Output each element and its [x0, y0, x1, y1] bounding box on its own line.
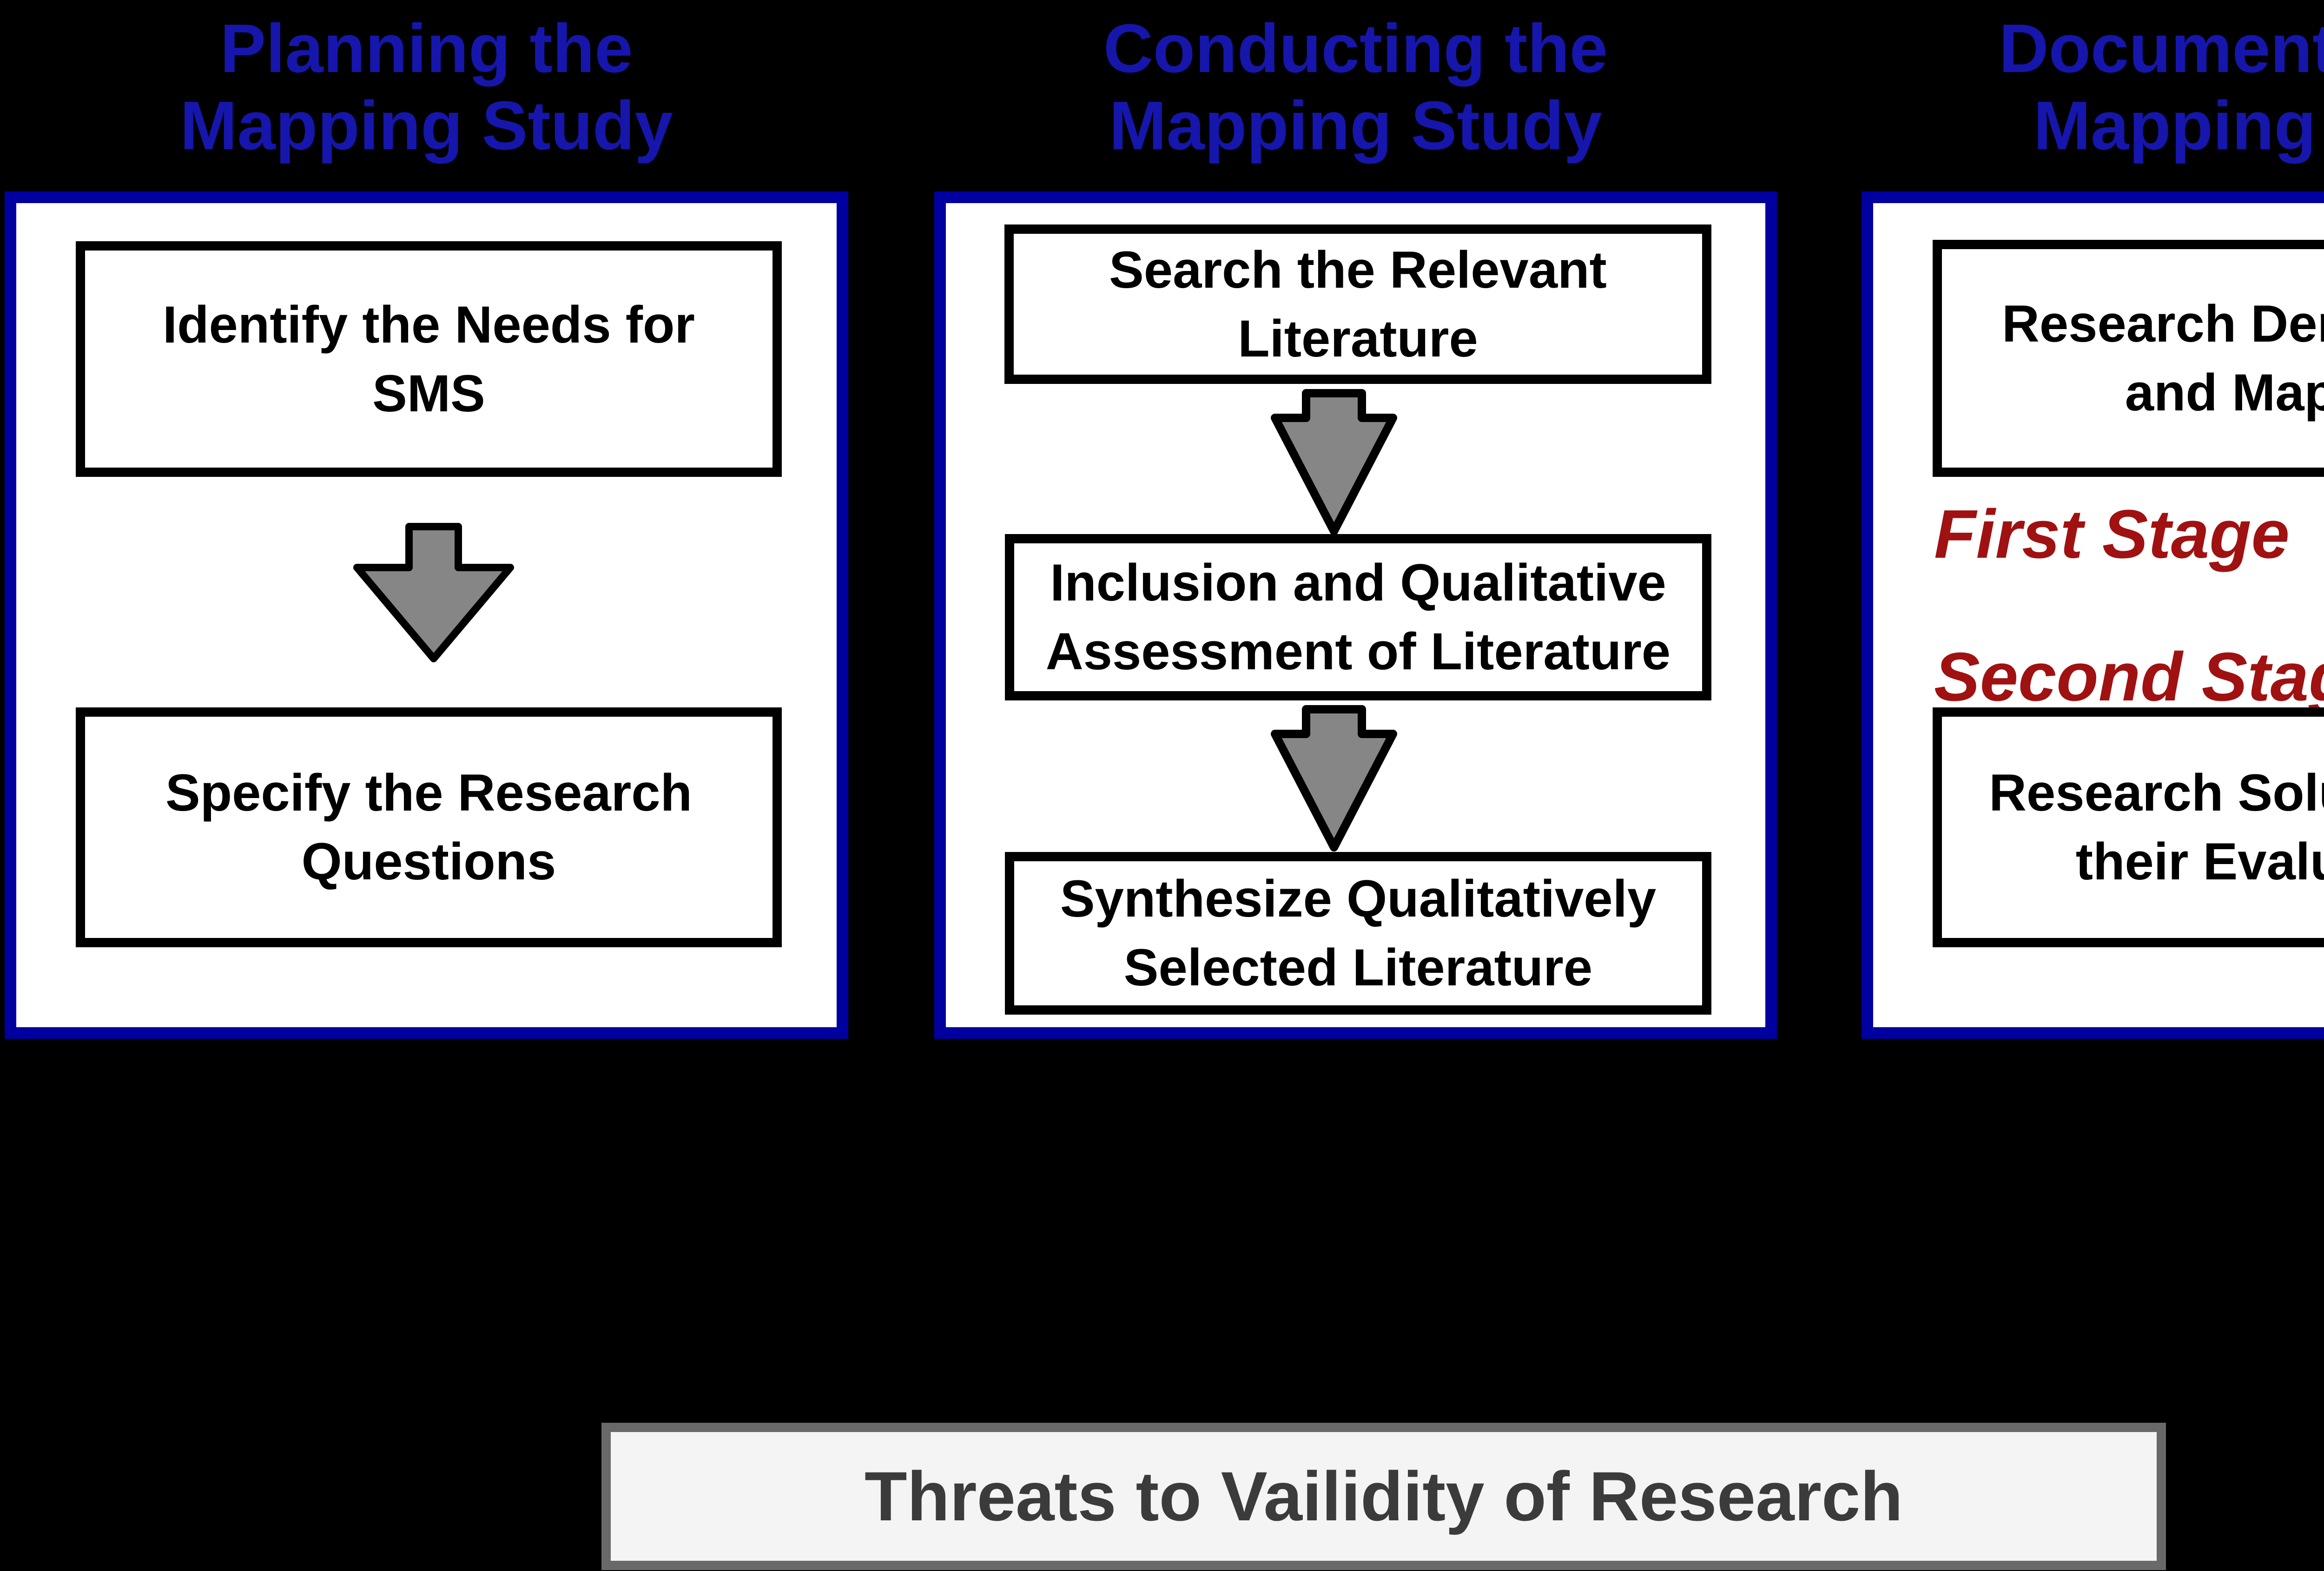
flow-box-research-demography: Research Demography and Mapping	[1933, 240, 2324, 477]
box-text-line: Identify the Needs for	[162, 295, 695, 354]
box-text-line: their Evaluations	[2075, 832, 2324, 891]
flow-box-research-solutions: Research Solutions and their Evaluations	[1933, 707, 2324, 947]
panel-documenting: Research Demography and Mapping First St…	[1862, 191, 2324, 1039]
panel-conducting: Search the Relevant Literature Inclusion…	[934, 191, 1777, 1039]
flow-box-inclusion-assessment: Inclusion and Qualitative Assessment of …	[1005, 534, 1711, 700]
box-text-line: and Mapping	[2125, 363, 2324, 422]
flow-box-synthesize-literature: Synthesize Qualitatively Selected Litera…	[1005, 852, 1711, 1015]
flow-box-identify-needs: Identify the Needs for SMS	[76, 241, 782, 477]
flow-box-specify-questions: Specify the Research Questions	[76, 707, 782, 947]
down-arrow-icon	[1271, 389, 1397, 535]
box-text-line: Assessment of Literature	[1045, 622, 1671, 680]
column-title-conducting: Conducting the Mapping Study	[934, 10, 1777, 165]
box-text-line: Literature	[1238, 309, 1478, 368]
threats-label: Threats to Vailidity of Research	[864, 1457, 1903, 1535]
down-arrow-icon	[353, 523, 514, 662]
stage-label-second: Second Stage	[1934, 639, 2324, 715]
title-line: Mapping Study	[180, 87, 673, 164]
down-arrow-icon	[1271, 705, 1397, 852]
title-line: Conducting the	[1103, 10, 1608, 87]
box-text-line: Selected Literature	[1123, 938, 1593, 997]
box-text-line: Search the Relevant	[1109, 240, 1607, 299]
column-title-documenting: Documenting the Mapping Study	[1862, 10, 2324, 165]
flow-box-search-literature: Search the Relevant Literature	[1004, 224, 1711, 384]
box-text-line: Specify the Research	[165, 764, 692, 822]
box-text-line: Synthesize Qualitatively	[1060, 870, 1657, 928]
box-text-line: Questions	[301, 832, 556, 891]
box-text-line: Research Solutions and	[1989, 764, 2324, 822]
title-line: Mapping Study	[1109, 87, 1602, 164]
box-text-line: Research Demography	[2001, 295, 2324, 353]
column-title-planning: Planning the Mapping Study	[5, 10, 848, 165]
title-line: Planning the	[220, 10, 633, 87]
box-text-line: Inclusion and Qualitative	[1050, 554, 1666, 612]
panel-planning: Identify the Needs for SMS Specify the R…	[5, 191, 848, 1039]
title-line: Mapping Study	[2033, 87, 2324, 164]
title-line: Documenting the	[1999, 10, 2324, 87]
threats-box: Threats to Vailidity of Research	[601, 1423, 2166, 1570]
box-text-line: SMS	[372, 364, 485, 422]
stage-label-first: First Stage	[1934, 496, 2290, 573]
